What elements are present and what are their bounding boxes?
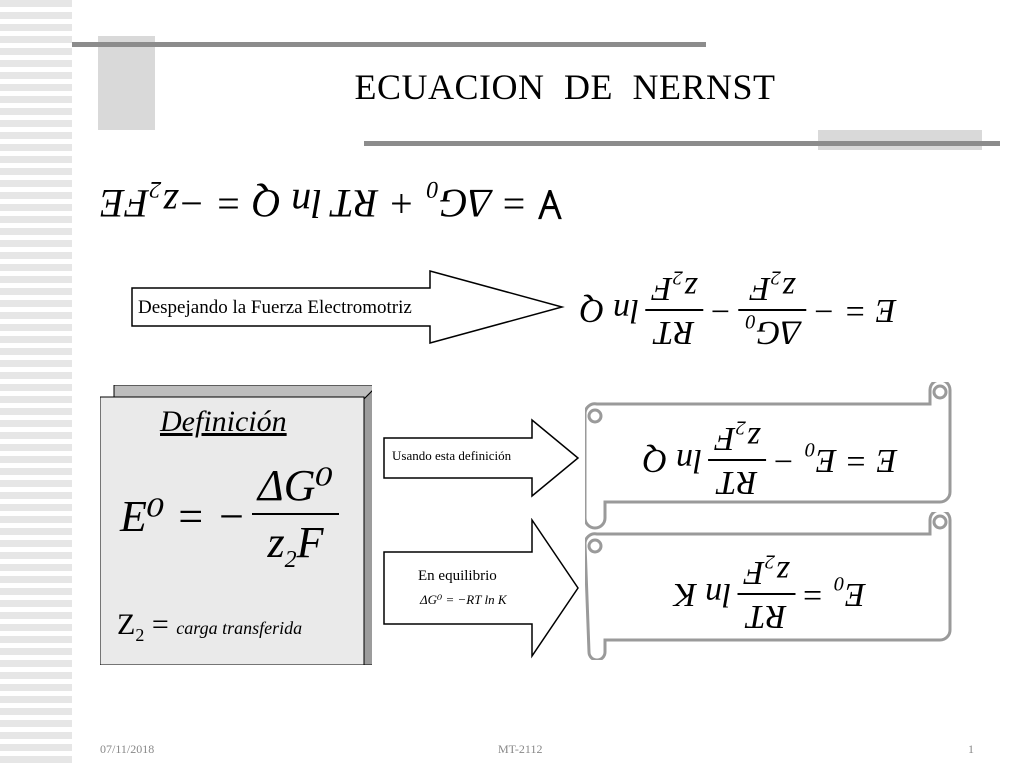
- decor-block-top-left: [98, 36, 155, 130]
- def-den-sub: 2: [284, 546, 297, 573]
- eq2-fraction-1: ΔG₀ z₂F: [738, 269, 807, 351]
- scroll2-den: z₂F: [737, 553, 796, 595]
- arrow-equilibrio: [383, 518, 579, 659]
- equation-gibbs-flipped: ∀ = ΔG₀ + RT ln Q = −z₂FE: [100, 180, 600, 240]
- z2-label: Z: [117, 608, 136, 641]
- z2-definition: Z2 = carga transferida: [117, 608, 303, 645]
- decor-bar-under-title: [364, 141, 1000, 146]
- definition-title: Definición: [160, 405, 287, 438]
- equation-gibbs-text: ∀ = ΔG₀ + RT ln Q = −z₂FE: [100, 181, 562, 226]
- scroll2-num: RT: [746, 598, 787, 635]
- def-den: z2F: [251, 513, 340, 574]
- eq2-minus: −: [709, 292, 733, 329]
- eq2-frac2-den: z₂F: [645, 269, 704, 311]
- scroll1-den: z₂F: [708, 419, 767, 461]
- scroll2-fraction: RT z₂F: [737, 553, 796, 635]
- scroll-banner-2: [585, 512, 952, 660]
- arrow-despejando: [131, 270, 565, 344]
- z2-sub: 2: [135, 625, 145, 645]
- scroll1-equation: E = E₀ − RT z₂F ln Q: [610, 405, 930, 515]
- def-fraction: ΔG⁰ z2F: [251, 460, 340, 574]
- scroll1-lhs: E = E₀ −: [772, 442, 898, 479]
- scroll2-lhs: E₀ =: [801, 576, 866, 613]
- def-num: ΔG⁰: [257, 461, 334, 510]
- slide-title: ECUACION DE NERNST: [354, 67, 776, 107]
- decor-bar-top: [72, 42, 706, 47]
- eq2-frac1-num: ΔG₀: [744, 314, 801, 351]
- footer-code: MT-2112: [498, 742, 543, 756]
- arrow-despejando-label: Despejando la Fuerza Electromotriz: [138, 297, 412, 318]
- z2-text: carga transferida: [176, 618, 303, 638]
- scroll2-equation: E₀ = RT z₂F ln K: [620, 540, 920, 648]
- scroll2-tail: ln K: [674, 576, 732, 613]
- definition-equation: E⁰ = − ΔG⁰ z2F: [120, 460, 345, 574]
- striped-side-decoration: [0, 0, 72, 768]
- decor-block-right: [818, 130, 982, 150]
- arrow-usando-label: Usando esta definición: [392, 448, 512, 463]
- footer-page-number: 1: [968, 742, 974, 756]
- arrow-equilibrio-label: En equilibrio: [418, 568, 497, 584]
- equation-emf-flipped: E = − ΔG₀ z₂F − RT z₂F ln Q: [580, 255, 980, 365]
- def-den-f: F: [296, 518, 324, 567]
- scroll1-num: RT: [717, 464, 758, 501]
- eq2-frac2-num: RT: [654, 314, 695, 351]
- def-lhs: E⁰ = −: [120, 492, 246, 542]
- eq2-tail: ln Q: [580, 292, 640, 329]
- scroll-banner-1: [585, 382, 952, 530]
- footer-date: 07/11/2018: [100, 742, 155, 756]
- scroll1-tail: ln Q: [642, 442, 703, 479]
- definition-box: [100, 385, 372, 665]
- def-den-z: z: [267, 518, 285, 567]
- eq2-lhs: E = −: [812, 292, 897, 329]
- eq2-frac1-den: z₂F: [738, 269, 807, 311]
- arrow-equilibrio-eq: ΔG⁰ = −RT ln K: [420, 592, 507, 607]
- arrow-usando: [383, 418, 580, 498]
- eq2-fraction-2: RT z₂F: [645, 269, 704, 351]
- scroll1-fraction: RT z₂F: [708, 419, 767, 501]
